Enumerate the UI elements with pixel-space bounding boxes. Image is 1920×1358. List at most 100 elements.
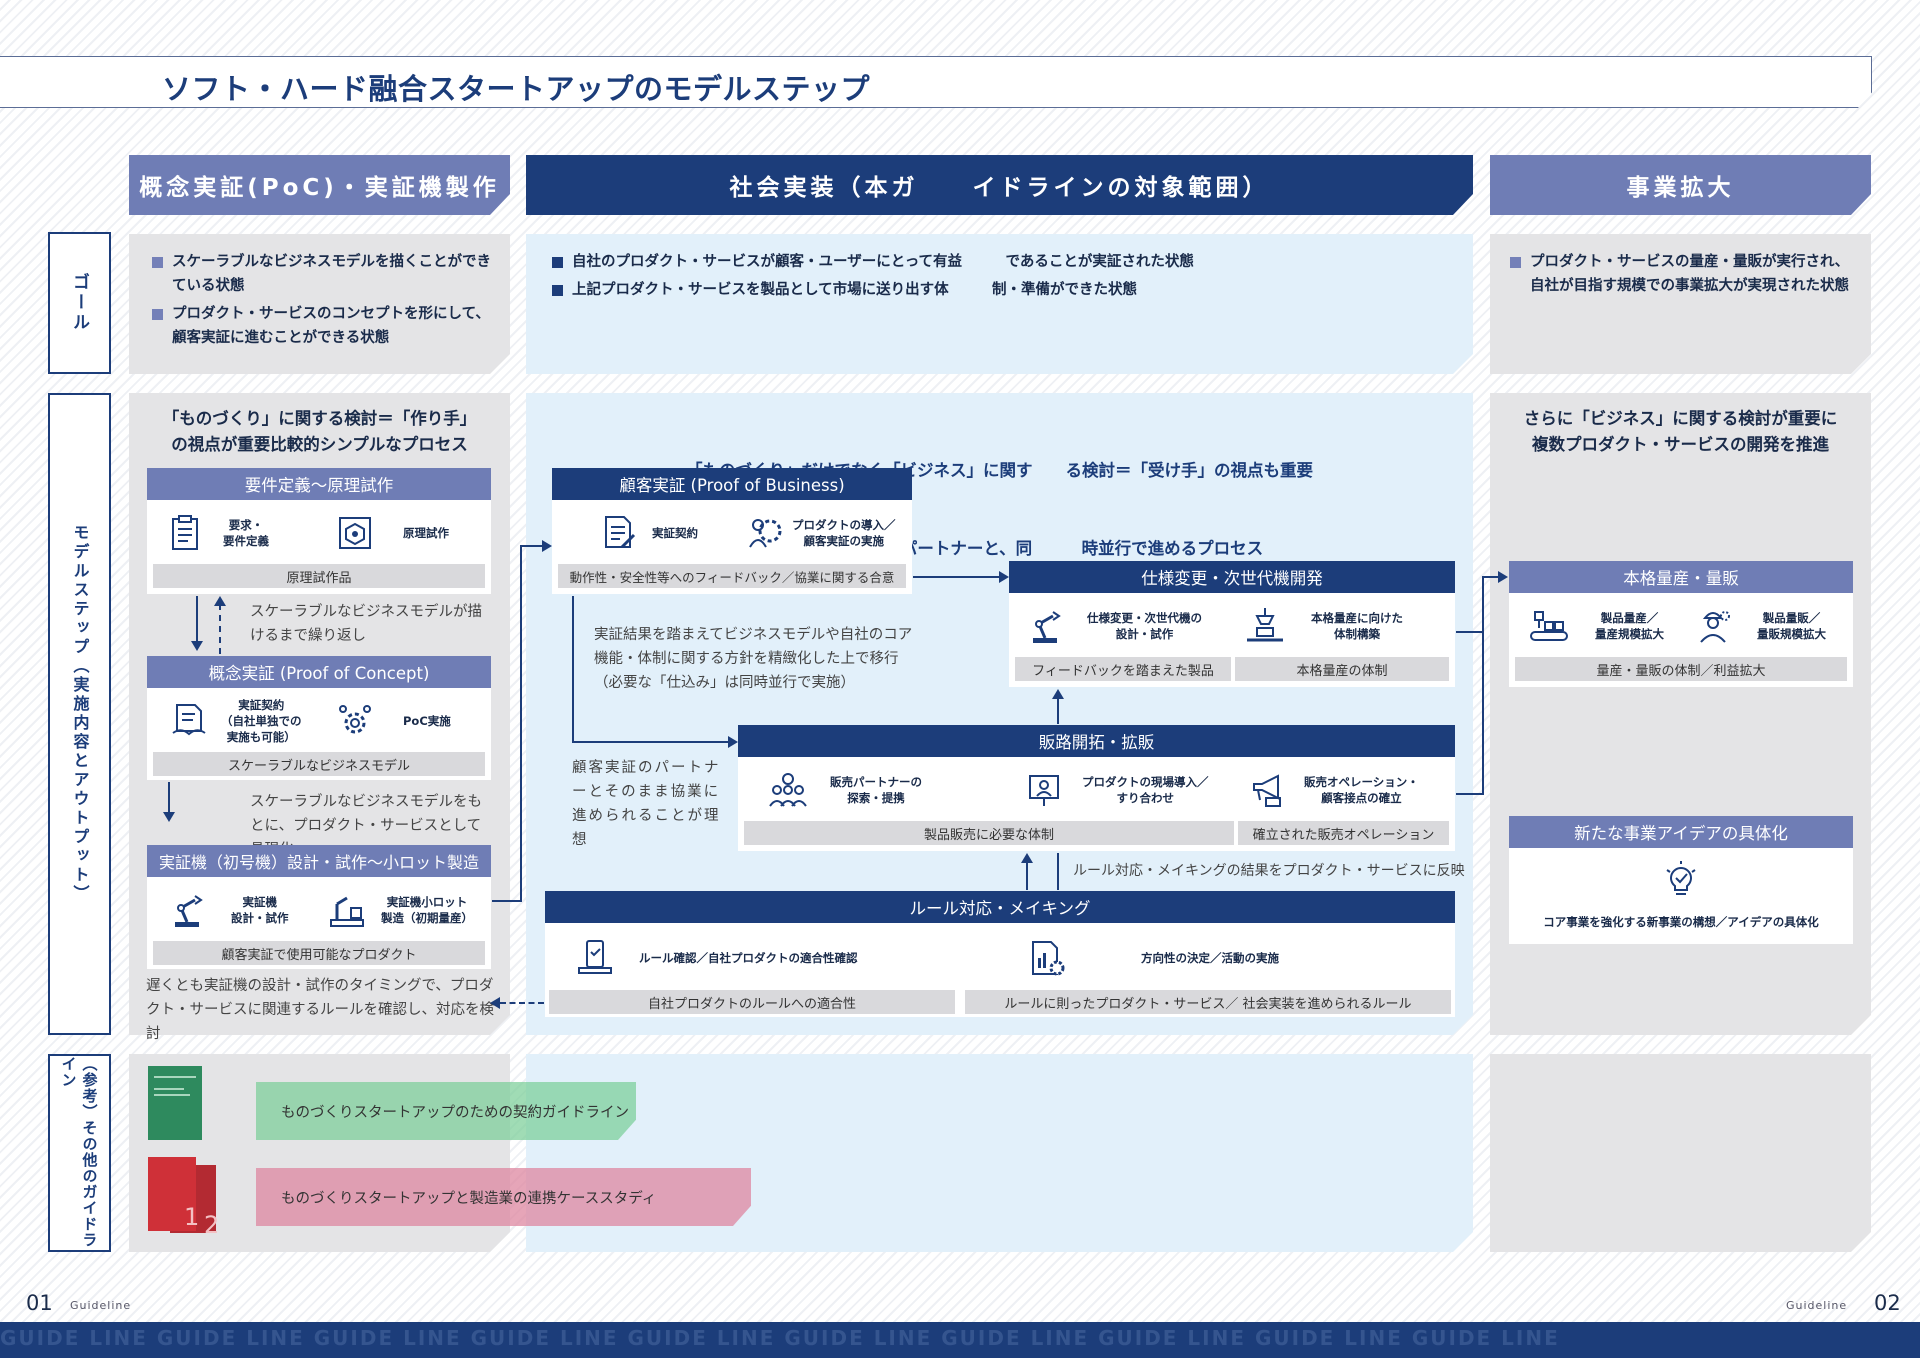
guideline-casestudy-link[interactable]: ものづくりスタートアップと製造業の連携ケーススタディ — [256, 1168, 751, 1226]
goal-expand-panel — [1490, 234, 1871, 374]
header-poc: 概念実証(PoC)・実証機製作 — [129, 155, 510, 215]
step-output: 製品販売に必要な体制 — [744, 821, 1234, 845]
arrowhead — [490, 997, 500, 1009]
step-output: 本格量産の体制 — [1235, 657, 1449, 681]
row-label-goal: ゴール — [48, 232, 111, 374]
step-item-label: PoC実施 — [403, 714, 451, 728]
goal-social-list: 自社のプロダクト・サービスが顧客・ユーザーにとって有益 であることが実証された状… — [550, 250, 1250, 306]
row-label-model: モデルステップ（実施内容とアウトプット） — [48, 393, 111, 1035]
step-title: ルール対応・メイキング — [545, 891, 1455, 923]
step-title: 概念実証 (Proof of Concept) — [147, 656, 491, 688]
factory-icon — [330, 896, 364, 927]
step-title: 本格量産・量販 — [1509, 561, 1853, 593]
lead-line: 「ものづくり」に関する検討＝「作り手」 — [162, 409, 477, 428]
step-proof-of-business: 顧客実証 (Proof of Business) 実証契約 プロダクトの導入／ … — [552, 468, 912, 594]
note-partner: 顧客実証のパートナーとそのまま協業に進められることが理想 — [572, 760, 721, 848]
step-item-label: ルール確認／自社プロダクトの適合性確認 — [639, 951, 858, 965]
goal-poc-list: スケーラブルなビジネスモデルを描くことができている状態 プロダクト・サービスのコ… — [150, 250, 498, 354]
step-proof-of-concept: 概念実証 (Proof of Concept) 実証契約 （自社単独での 実施も… — [147, 656, 491, 780]
connector — [1456, 631, 1484, 633]
prototype-icon — [339, 517, 371, 549]
arrowhead — [191, 641, 203, 651]
conveyor-icon — [1530, 611, 1568, 641]
step-sales-channel: 販路開拓・拡販 販売パートナーの 探索・提携 プロダクトの現場導入／ すり合わせ… — [738, 725, 1455, 851]
connector — [520, 545, 542, 547]
contract-icon — [172, 704, 206, 736]
dashed-arrow-left — [500, 1002, 544, 1004]
megaphone-icon — [1253, 774, 1281, 807]
gear-icon — [339, 705, 371, 734]
step-item-label: コア事業を強化する新事業の構想／アイデアの具体化 — [1543, 915, 1819, 929]
footer-label-right: Guideline — [1786, 1299, 1848, 1312]
connector — [1057, 699, 1059, 724]
arrowhead — [728, 736, 738, 748]
connector — [492, 900, 522, 902]
lead-line: 複数プロダクト・サービスの開発を推進 — [1532, 435, 1829, 454]
goal-poc-panel — [129, 234, 510, 374]
lead-expand: さらに「ビジネス」に関する検討が重要に 複数プロダクト・サービスの開発を推進 — [1490, 406, 1871, 458]
step-title: 実証機（初号機）設計・試作～小ロット製造 — [147, 845, 491, 877]
chart-gear-icon — [1032, 941, 1065, 976]
step-item-label: 製品量販／ 量販規模拡大 — [1757, 611, 1826, 641]
goal-item: 自社のプロダクト・サービスが顧客・ユーザーにとって有益 であることが実証された状… — [550, 250, 1250, 274]
footer-band: GUIDE LINE GUIDE LINE GUIDE LINE GUIDE L… — [0, 1322, 1920, 1358]
header-social: 社会実装（本ガ イドラインの対象範囲） — [526, 155, 1473, 215]
step-rule-making: ルール対応・メイキング ルール確認／自社プロダクトの適合性確認 方向性の決定／活… — [545, 891, 1455, 1017]
page-number-right: 02 — [1874, 1291, 1901, 1315]
phone-check-icon — [578, 940, 612, 974]
step-item-label: 実証機 設計・試作 — [231, 895, 289, 925]
note-rule-check: 遅くとも実証機の設計・試作のタイミングで、プロダクト・サービスに関連するルールを… — [146, 978, 494, 1042]
step-prototype-machine: 実証機（初号機）設計・試作～小ロット製造 実証機 設計・試作 実証機小ロット 製… — [147, 845, 491, 969]
step-item-label: 実証契約 — [652, 526, 698, 540]
step-item-label: プロダクトの導入／ 顧客実証の実施 — [792, 518, 896, 548]
cover-number: 2 — [204, 1211, 220, 1239]
connector — [1482, 576, 1484, 795]
document-icon — [605, 516, 636, 549]
footer-label-left: Guideline — [70, 1299, 132, 1312]
step-item-label: 本格量産に向けた 体制構築 — [1311, 611, 1403, 641]
goal-expand-list: プロダクト・サービスの量産・量販が実行され、自社が目指す規模での事業拡大が実現さ… — [1508, 250, 1858, 302]
arrowhead — [1021, 853, 1033, 863]
goal-item: プロダクト・サービスのコンセプトを形にして、顧客実証に進むことができる状態 — [150, 302, 498, 350]
team-icon — [769, 773, 807, 807]
worker-icon — [1700, 611, 1730, 643]
lightbulb-icon — [1666, 861, 1696, 895]
page-title: ソフト・ハード融合スタートアップのモデルステップ — [162, 72, 871, 106]
step-title: 新たな事業アイデアの具体化 — [1509, 816, 1853, 848]
note-loop: スケーラブルなビジネスモデルが描けるまで繰り返し — [250, 604, 482, 644]
user-gear-icon — [749, 519, 782, 548]
robot-arm-icon — [1033, 611, 1061, 643]
row-label-reference: （参考）その他のガイドライン — [48, 1054, 111, 1252]
page-number-left: 01 — [26, 1291, 53, 1315]
step-output: スケーラブルなビジネスモデル — [153, 752, 485, 776]
step-output: 動作性・安全性等へのフィードバック／協業に関する合意 — [558, 564, 906, 588]
connector — [1057, 853, 1059, 890]
step-mass-production: 本格量産・量販 製品量産／ 量産規模拡大 製品量販／ 量販規模拡大 量産・量販の… — [1509, 561, 1853, 687]
note-verify: 実証結果を踏まえてビジネスモデルや自社のコア機能・体制に関する方針を精緻化した上… — [594, 627, 913, 691]
step-item-label: 実証契約 （自社単独での 実施も可能） — [221, 698, 302, 744]
connector — [572, 596, 574, 742]
goal-social-panel — [526, 234, 1473, 374]
step-spec-change: 仕様変更・次世代機開発 仕様変更・次世代機の 設計・試作 本格量産に向けた 体制… — [1009, 561, 1455, 687]
step-output: 確立された販売オペレーション — [1238, 821, 1449, 845]
step-item-label: 実証機小ロット 製造（初期量産） — [381, 895, 473, 925]
step-new-business-idea: 新たな事業アイデアの具体化 コア事業を強化する新事業の構想／アイデアの具体化 — [1509, 816, 1853, 944]
assembly-icon — [1247, 608, 1283, 642]
cover-number: 1 — [184, 1203, 200, 1231]
connector — [520, 545, 522, 902]
arrowhead — [542, 540, 552, 552]
guideline-cover-casestudy: 1 2 — [148, 1157, 222, 1239]
lead-line: の視点が重要比較的シンプルなプロセス — [171, 435, 468, 454]
step-item-label: 販売オペレーション・ 顧客接点の確立 — [1304, 775, 1419, 805]
goal-item: スケーラブルなビジネスモデルを描くことができている状態 — [150, 250, 498, 298]
guideline-cover-contract — [148, 1066, 202, 1140]
guideline-contract-link[interactable]: ものづくりスタートアップのための契約ガイドライン — [256, 1082, 636, 1140]
dashed-arrow-up — [219, 604, 221, 654]
step-item-label: 仕様変更・次世代機の 設計・試作 — [1087, 611, 1202, 641]
step-title: 要件定義～原理試作 — [147, 468, 491, 500]
step-title: 顧客実証 (Proof of Business) — [552, 468, 912, 500]
step-item-label: 方向性の決定／活動の実施 — [1141, 951, 1279, 965]
arrowhead — [1052, 689, 1064, 699]
step-item-label: 製品量産／ 量産規模拡大 — [1595, 611, 1664, 641]
step-title: 販路開拓・拡販 — [738, 725, 1455, 757]
